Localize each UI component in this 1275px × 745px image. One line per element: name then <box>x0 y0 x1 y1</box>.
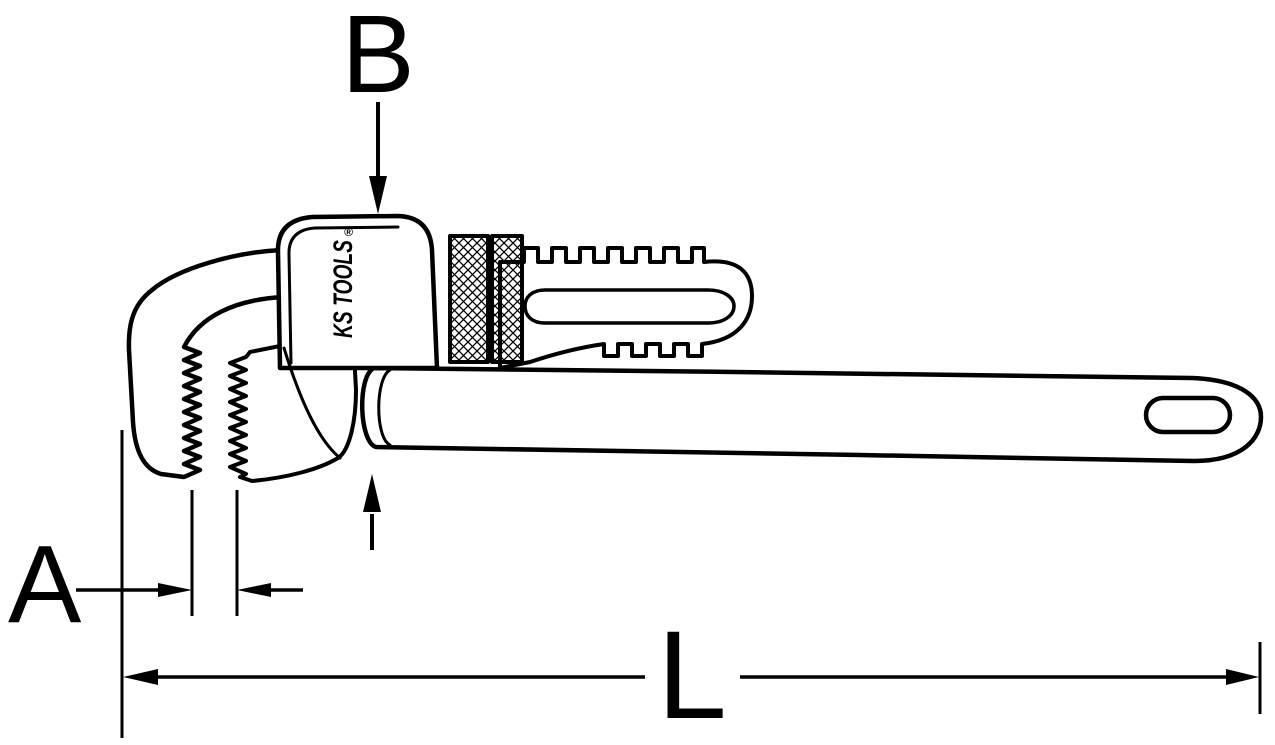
dim-label-a: A <box>8 523 82 646</box>
dim-label-b: B <box>341 0 414 116</box>
adjustment-nut-left <box>448 234 490 364</box>
rack-inner-slot <box>523 288 736 325</box>
dimension-annotations: B A L <box>8 0 1262 745</box>
dim-l-arrow-right <box>1226 669 1259 685</box>
dim-b-arrow-down-head <box>369 176 387 214</box>
heel-jaw <box>228 340 358 483</box>
wrench-head <box>275 213 440 371</box>
neck-front-line <box>282 346 342 460</box>
wrench-handle <box>359 365 1264 464</box>
dim-label-l: L <box>657 606 727 745</box>
dim-l-arrow-left <box>123 669 158 685</box>
dim-a-arrow-right <box>158 583 192 597</box>
registered-mark: ® <box>344 225 353 239</box>
rack-bar <box>498 246 754 370</box>
brand-logo-text: KS TOOLS <box>328 240 358 338</box>
hanging-hole <box>1143 395 1233 435</box>
handle-neck-inner-line <box>377 368 392 447</box>
dim-a-arrow-left <box>237 583 271 597</box>
dim-b-arrow-up-head <box>363 474 381 512</box>
hook-jaw <box>126 247 285 480</box>
head-inner-line <box>287 225 400 365</box>
adjustment-nut-right <box>490 234 524 364</box>
brand-logo: KS TOOLS ® <box>328 225 358 338</box>
wrench-drawing <box>126 213 1264 483</box>
